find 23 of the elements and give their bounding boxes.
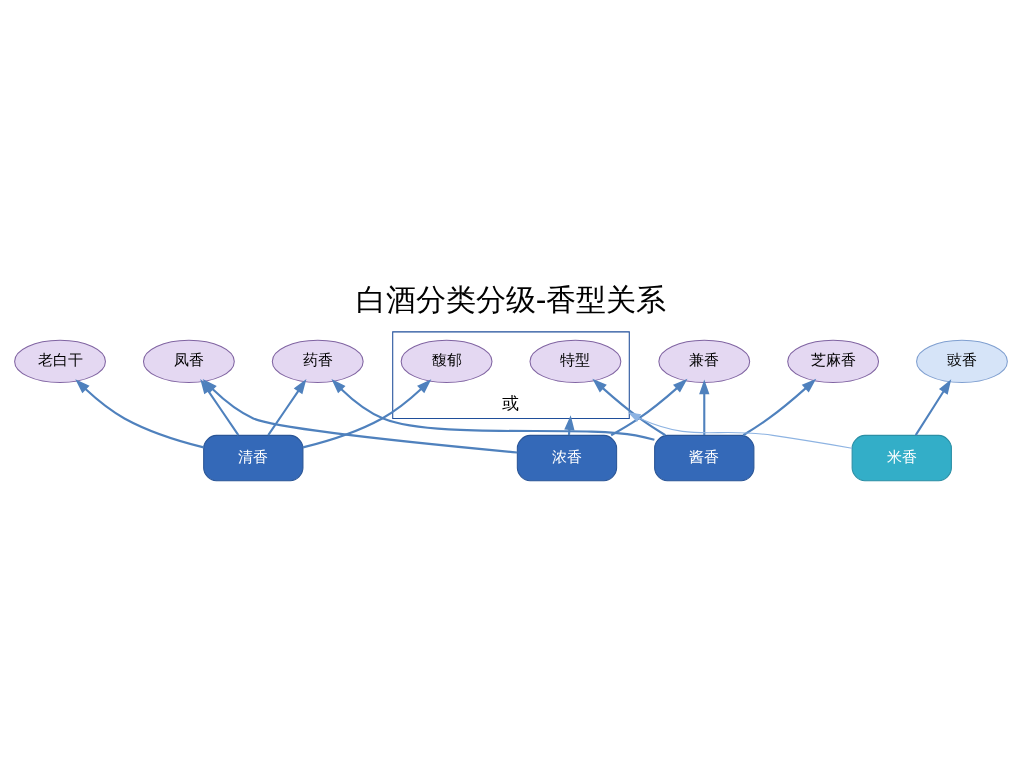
- node-ellipse: 兼香: [658, 339, 751, 383]
- arrow: [302, 378, 432, 448]
- node-ellipse: 凤香: [142, 339, 235, 383]
- node-box: 米香: [851, 434, 952, 481]
- node-box: 清香: [203, 434, 304, 481]
- node-ellipse: 老白干: [14, 339, 106, 383]
- arrow: [267, 378, 307, 436]
- arrow: [742, 378, 817, 436]
- node-ellipse: 药香: [271, 339, 364, 383]
- arrow: [75, 378, 204, 448]
- node-ellipse: 特型: [529, 339, 622, 383]
- node-box: 酱香: [654, 434, 755, 481]
- arrow: [914, 378, 952, 436]
- arrow: [610, 378, 688, 436]
- node-ellipse: 馥郁: [400, 339, 493, 383]
- arrow: [699, 379, 710, 435]
- node-box: 浓香: [516, 434, 618, 481]
- arrow: [592, 378, 666, 436]
- node-ellipse: 芝麻香: [787, 339, 880, 383]
- arrow: [627, 411, 853, 449]
- arrow: [331, 378, 655, 441]
- node-ellipse: 豉香: [916, 339, 1008, 383]
- diagram-title: 白酒分类分级-香型关系: [355, 282, 667, 317]
